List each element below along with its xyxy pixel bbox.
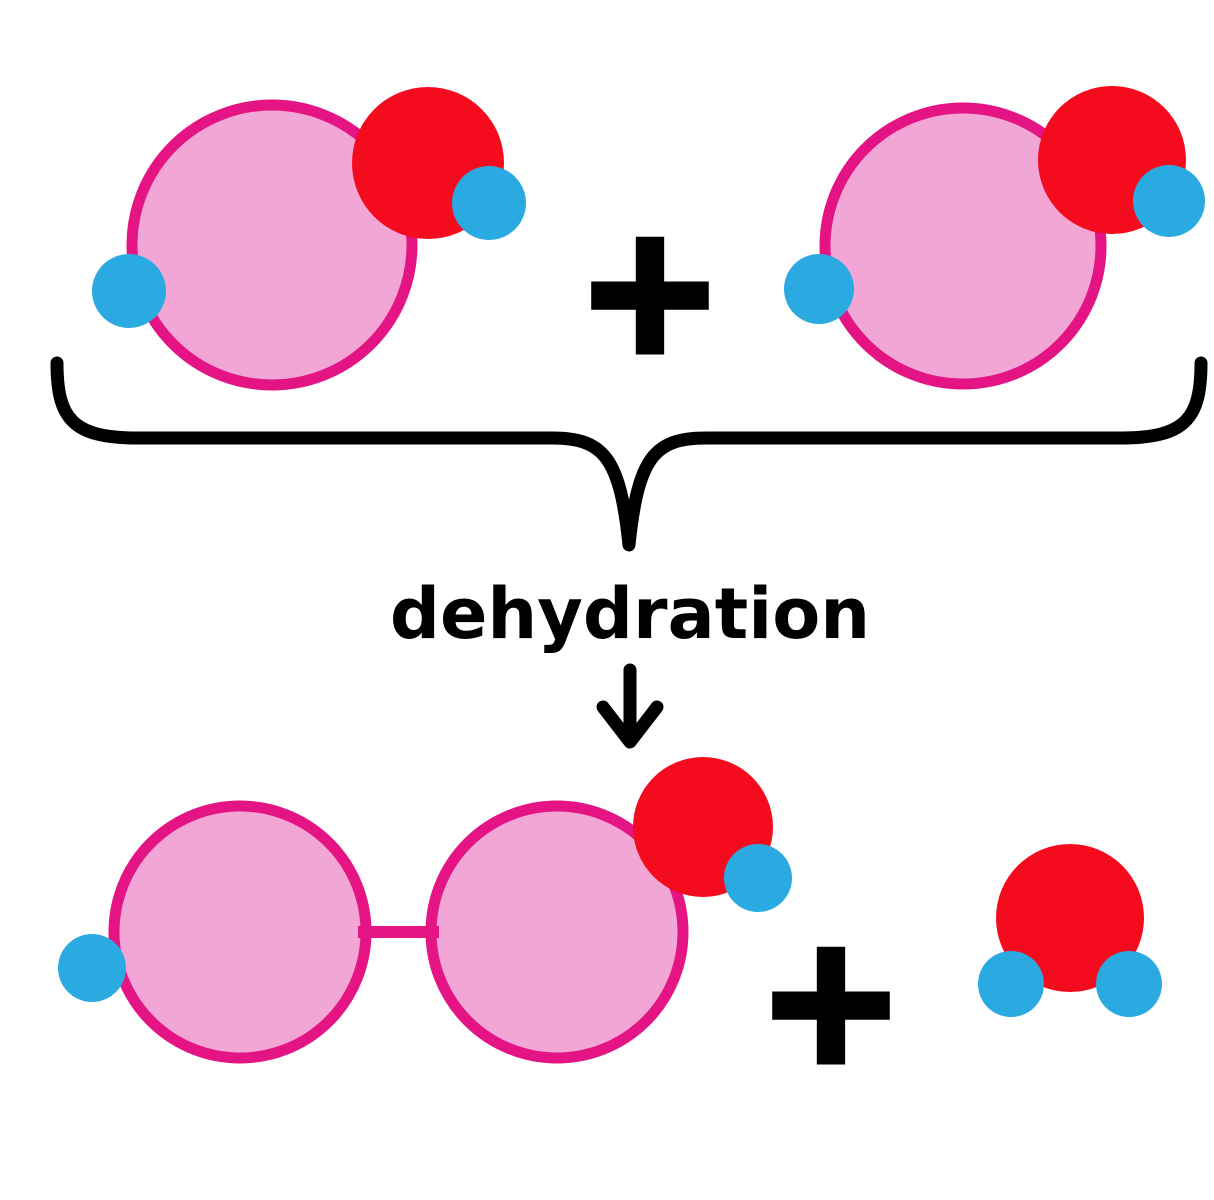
product-disaccharide: [58, 757, 792, 1064]
monomer-body: [819, 102, 1107, 390]
hydrogen-atom: [92, 254, 166, 328]
water-hydrogen: [978, 951, 1044, 1017]
curly-brace-icon: [50, 356, 1208, 552]
arrow-head: [596, 700, 664, 749]
plus-icon: +: [577, 190, 724, 393]
hydroxyl-hydrogen: [724, 844, 792, 912]
monomer-body: [108, 800, 372, 1064]
reactant-monomer-1: [92, 87, 526, 391]
water-hydrogen: [1096, 951, 1162, 1017]
reactant-monomer-2: [784, 86, 1205, 390]
reaction-label: dehydration: [390, 573, 870, 655]
hydrogen-atom: [58, 934, 126, 1002]
product-water-molecule: [978, 844, 1162, 1017]
monomer-body: [126, 99, 418, 391]
hydroxyl-hydrogen: [452, 166, 526, 240]
down-arrow-icon: [596, 663, 664, 749]
hydrogen-atom: [784, 254, 854, 324]
water-oxygen: [996, 844, 1144, 992]
plus-icon: +: [758, 900, 905, 1103]
hydroxyl-hydrogen: [1133, 165, 1205, 237]
